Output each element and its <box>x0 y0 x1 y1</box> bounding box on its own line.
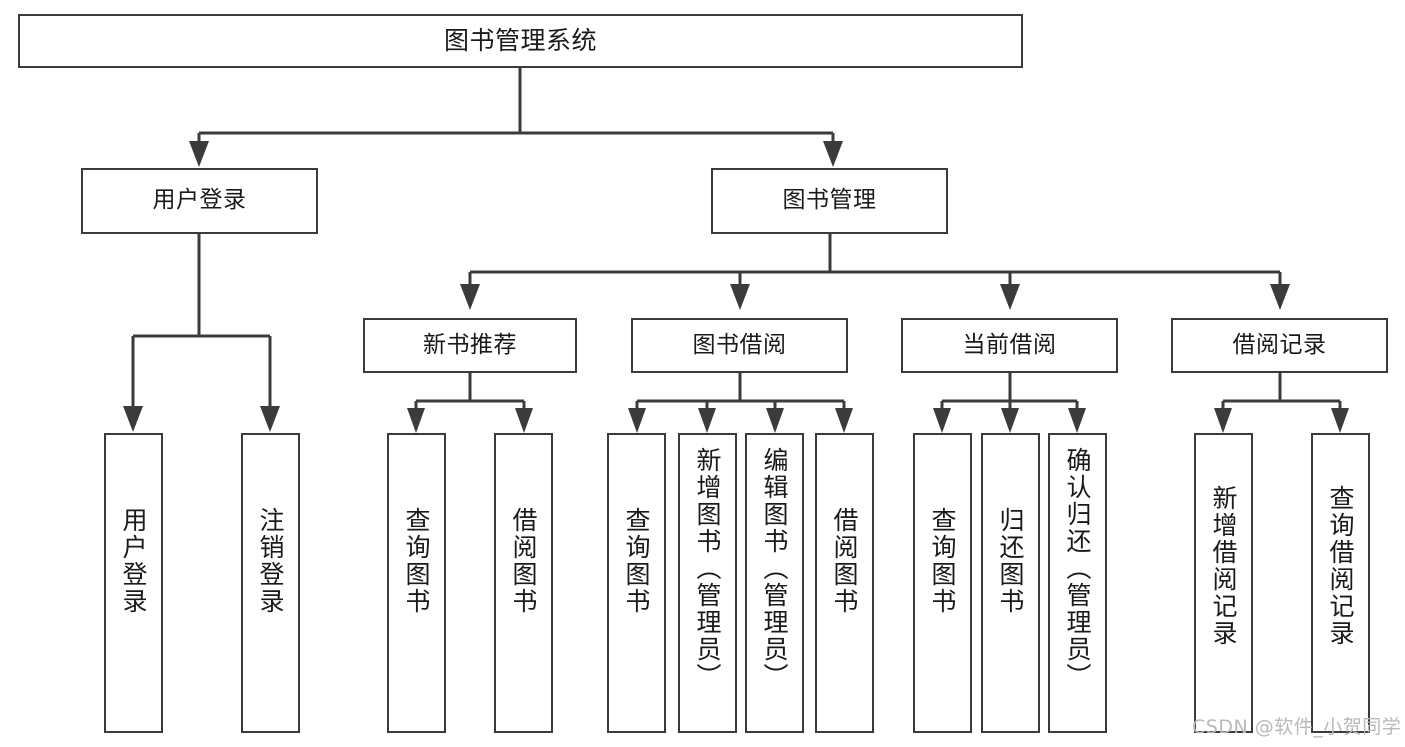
node-label: 新增图书（管理员） <box>693 447 722 690</box>
node-current-borrow[interactable]: 当前借阅 <box>901 318 1118 373</box>
node-label: 编辑图书（管理员） <box>760 447 789 690</box>
arrowhead-recommend-leaf2 <box>515 408 533 433</box>
node-label: 用户登录 <box>119 507 148 615</box>
leaf-borrow-add-book-admin[interactable]: 新增图书（管理员） <box>678 433 737 733</box>
node-label: 查询图书 <box>402 507 431 615</box>
arrowhead-current-leaf2 <box>1001 408 1019 433</box>
node-label: 查询借阅记录 <box>1326 485 1355 647</box>
node-label: 新增借阅记录 <box>1209 485 1238 647</box>
node-new-book-recommend[interactable]: 新书推荐 <box>363 318 577 373</box>
arrowhead-user-login <box>189 141 209 167</box>
node-label: 图书管理 <box>782 187 877 214</box>
leaf-borrow-borrow-book[interactable]: 借阅图书 <box>815 433 874 733</box>
node-user-login[interactable]: 用户登录 <box>81 168 318 234</box>
node-label: 图书管理系统 <box>443 26 597 55</box>
arrowhead-record-leaf1 <box>1214 408 1232 433</box>
node-label: 查询图书 <box>622 507 651 615</box>
leaf-current-query-book[interactable]: 查询图书 <box>913 433 972 733</box>
leaf-recommend-borrow-book[interactable]: 借阅图书 <box>494 433 553 733</box>
arrowhead-borrow-leaf2 <box>698 408 716 433</box>
arrowhead-current-leaf3 <box>1068 408 1086 433</box>
node-label: 借阅图书 <box>509 507 538 615</box>
arrowhead-current-leaf1 <box>933 408 951 433</box>
node-label: 注销登录 <box>256 507 285 615</box>
leaf-recommend-query-book[interactable]: 查询图书 <box>387 433 446 733</box>
arrowhead-book-manage <box>823 141 843 167</box>
node-label: 借阅记录 <box>1232 331 1327 358</box>
leaf-record-query-record[interactable]: 查询借阅记录 <box>1311 433 1370 733</box>
arrowhead-user-login-leaf1 <box>123 406 143 432</box>
leaf-user-login-signout[interactable]: 注销登录 <box>241 433 300 733</box>
arrowhead-l3-2 <box>730 284 750 310</box>
watermark: CSDN @软件_小贺同学 <box>1192 716 1402 738</box>
arrowhead-recommend-leaf1 <box>407 408 425 433</box>
node-book-management[interactable]: 图书管理 <box>711 168 948 234</box>
node-label: 新书推荐 <box>423 331 517 358</box>
arrowhead-borrow-leaf1 <box>628 408 646 433</box>
node-label: 归还图书 <box>996 507 1025 615</box>
leaf-current-confirm-return-admin[interactable]: 确认归还（管理员） <box>1048 433 1107 733</box>
node-book-borrow[interactable]: 图书借阅 <box>631 318 848 373</box>
node-label: 借阅图书 <box>830 507 859 615</box>
arrowhead-borrow-leaf3 <box>766 408 784 433</box>
node-root-system[interactable]: 图书管理系统 <box>18 14 1023 68</box>
leaf-user-login-signin[interactable]: 用户登录 <box>104 433 163 733</box>
arrowhead-user-login-leaf2 <box>260 406 280 432</box>
node-borrow-record[interactable]: 借阅记录 <box>1171 318 1388 373</box>
arrowhead-l3-4 <box>1270 284 1290 310</box>
arrowhead-l3-3 <box>1000 284 1020 310</box>
node-label: 当前借阅 <box>962 331 1057 358</box>
leaf-current-return-book[interactable]: 归还图书 <box>981 433 1040 733</box>
node-label: 查询图书 <box>928 507 957 615</box>
arrowhead-record-leaf2 <box>1331 408 1349 433</box>
leaf-record-add-record[interactable]: 新增借阅记录 <box>1194 433 1253 733</box>
node-label: 图书借阅 <box>692 331 787 358</box>
node-label: 确认归还（管理员） <box>1063 447 1092 690</box>
arrowhead-l3-1 <box>460 284 480 310</box>
arrowhead-borrow-leaf4 <box>835 408 853 433</box>
leaf-borrow-query-book[interactable]: 查询图书 <box>607 433 666 733</box>
node-label: 用户登录 <box>152 187 247 214</box>
leaf-borrow-edit-book-admin[interactable]: 编辑图书（管理员） <box>745 433 804 733</box>
